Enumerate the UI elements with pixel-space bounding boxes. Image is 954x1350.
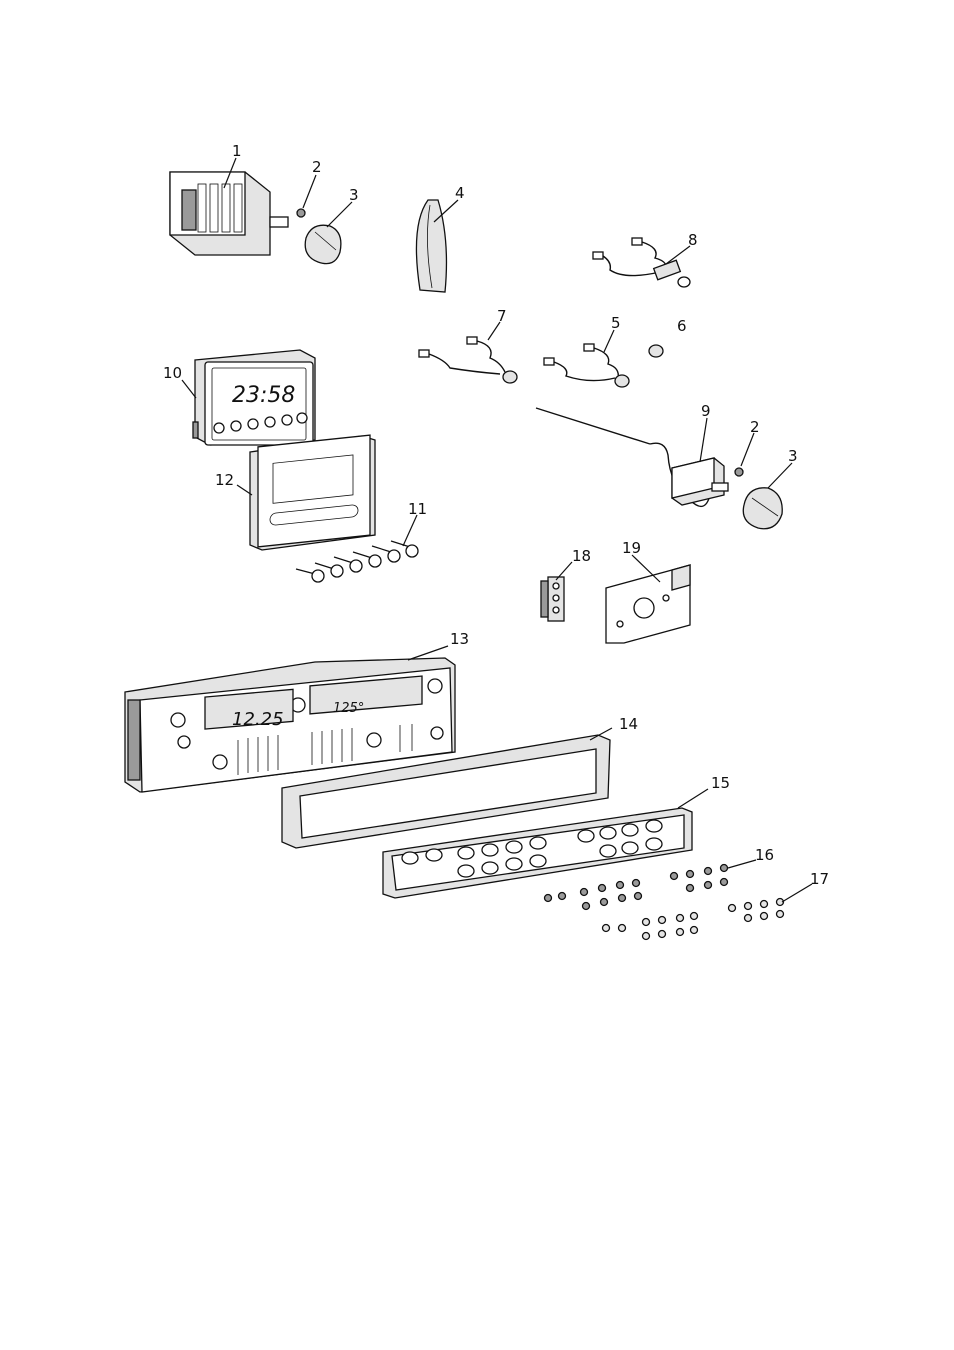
callout-15: 15 (711, 774, 730, 792)
part-9-thermostat (536, 408, 728, 506)
part-3-knob (743, 488, 782, 529)
part-18-terminal-block (541, 577, 564, 621)
part-7-wiring-with-lamp (419, 337, 517, 383)
part-8-wiring-harness (593, 238, 690, 287)
part-5-wiring-with-lamp (544, 344, 629, 387)
part-10-clock-timer: 23:58 (193, 350, 315, 445)
part-16-screws (545, 865, 728, 910)
callout-9: 9 (701, 402, 711, 420)
callout-7: 7 (497, 307, 507, 325)
callout-12: 12 (215, 471, 234, 489)
part-19-mounting-bracket (606, 565, 690, 643)
callout-5: 5 (611, 314, 621, 332)
callout-4: 4 (455, 184, 465, 202)
callout-19: 19 (622, 539, 641, 557)
callout-10: 10 (163, 364, 182, 382)
part-4-knob-cover (416, 200, 446, 292)
callout-17: 17 (810, 870, 829, 888)
callout-2: 2 (750, 418, 760, 436)
callout-3: 3 (349, 186, 359, 204)
panel-temp-display: 125° (333, 701, 364, 716)
callout-2: 2 (312, 158, 322, 176)
part-2-screw (735, 468, 743, 476)
part-3-knob (305, 225, 341, 263)
callout-18: 18 (572, 547, 591, 565)
callout-16: 16 (755, 846, 774, 864)
callout-14: 14 (619, 715, 638, 733)
part-6-lamp-cap (649, 345, 663, 357)
part-12-timer-fascia (250, 435, 375, 550)
panel-clock-display: 12.25 (232, 709, 284, 730)
clock-timer-display: 23:58 (232, 383, 295, 408)
callout-13: 13 (450, 630, 469, 648)
part-1-selector-switch (170, 172, 288, 255)
callout-11: 11 (408, 500, 427, 518)
callout-6: 6 (677, 317, 687, 335)
part-11-push-buttons (296, 541, 418, 582)
part-17-nuts (603, 899, 784, 940)
callout-8: 8 (688, 231, 698, 249)
part-2-screw (297, 209, 305, 217)
callout-3: 3 (788, 447, 798, 465)
callout-1: 1 (232, 142, 242, 160)
